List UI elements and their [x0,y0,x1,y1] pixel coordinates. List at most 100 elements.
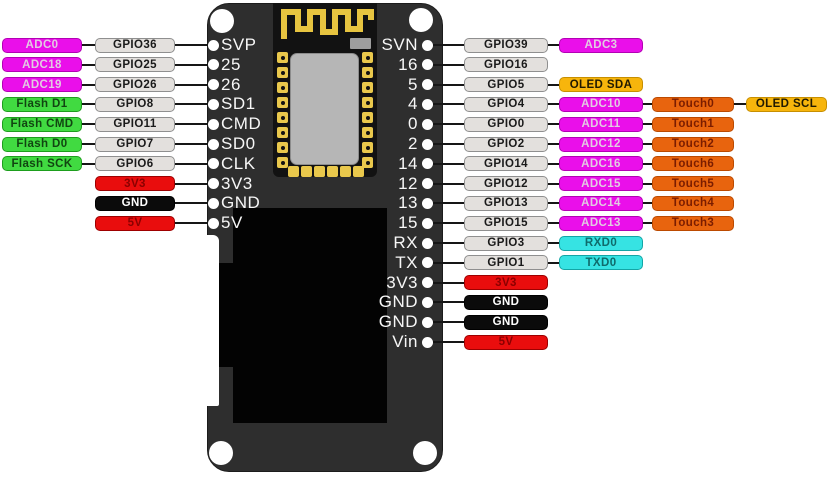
wire [433,103,464,106]
mounting-hole [409,8,433,32]
wire [433,143,464,145]
adc-badge: ADC15 [559,176,643,192]
castellated-pad [362,97,373,108]
uart-badge: TXD0 [559,255,643,271]
wire [433,222,464,225]
wire [643,222,652,225]
touch-badge: Touch1 [652,116,734,132]
castellated-pad [362,67,373,78]
power-badge: 5V [95,215,175,231]
oled-display [233,208,387,423]
wire [82,63,95,66]
pin-hole [207,79,219,91]
gpio-badge: GPIO5 [464,77,548,93]
gpio-badge: GPIO11 [95,116,175,132]
gpio-badge: GPIO6 [95,156,175,172]
pin-hole [421,217,433,229]
mounting-hole [209,441,233,465]
castellated-pad [362,112,373,123]
pin-name: 14 [398,153,418,173]
pin-name: GND [378,292,418,312]
castellated-pad [277,97,288,108]
pin-name: SVP [221,35,257,54]
oledtag-badge: OLED SCL [746,96,827,112]
module-chip [350,38,371,49]
pin-name: 15 [398,213,418,233]
castellated-pad [362,52,373,63]
uart-badge: RXD0 [559,235,643,251]
pin-hole [421,118,433,130]
pin-hole [207,158,219,170]
pin-name: GND [221,193,261,213]
touch-badge: Touch4 [652,195,734,211]
oledtag-badge: OLED SDA [559,77,643,93]
pin-hole [207,178,219,190]
gpio-badge: GPIO16 [464,57,548,73]
flash-badge: Flash D1 [2,96,82,112]
flash-badge: Flash D0 [2,136,82,152]
gpio-badge: GPIO14 [464,156,548,172]
wire [82,123,95,126]
pin-hole [421,39,433,51]
pin-hole [207,98,219,110]
gpio-badge: GPIO26 [95,77,175,93]
castellated-pad [277,112,288,123]
wire [433,83,464,86]
castellated-pad [362,82,373,93]
wire [433,281,464,284]
pin-name: 5 [408,74,418,94]
castellated-pad [362,157,373,168]
adc-badge: ADC14 [559,195,643,211]
adc-badge: ADC3 [559,37,643,53]
gpio-badge: GPIO7 [95,136,175,152]
pin-hole [421,178,433,190]
wire [643,202,652,205]
pin-hole [421,316,433,328]
touch-badge: Touch6 [652,156,734,172]
wire [82,143,95,145]
power-badge: 3V3 [464,275,548,291]
castellated-pad [327,166,338,177]
flash-badge: Flash CMD [2,116,82,132]
castellated-pad [362,142,373,153]
pin-hole [421,296,433,308]
pin-name: 25 [221,54,241,74]
pin-hole [421,98,433,110]
adc-badge: ADC18 [2,57,82,73]
wire [175,182,209,185]
touch-badge: Touch2 [652,136,734,152]
wire [548,83,559,86]
adc-badge: ADC11 [559,116,643,132]
wire [433,63,464,66]
pin-name: 2 [408,134,418,153]
castellated-pad [353,166,364,177]
gpio-badge: GPIO12 [464,176,548,192]
wire [433,301,464,304]
adc-badge: ADC0 [2,37,82,53]
wire [734,103,746,106]
wire [548,202,559,205]
pin-hole [207,39,219,51]
gpio-badge: GPIO39 [464,37,548,53]
wire [82,83,95,86]
pin-name: SVN [381,35,418,54]
pin-name: 5V [221,213,243,233]
pin-hole [207,138,219,150]
castellated-pad [277,157,288,168]
wire [433,162,464,165]
wire [643,182,652,185]
pin-hole [207,118,219,130]
pin-name: CLK [221,153,256,173]
pin-name: SD0 [221,134,256,153]
castellated-pad [277,82,288,93]
castellated-pad [340,166,351,177]
power-badge: 3V3 [95,176,175,192]
adc-badge: ADC16 [559,156,643,172]
wire [433,202,464,205]
pin-hole [421,237,433,249]
touch-badge: Touch5 [652,176,734,192]
pin-name: TX [395,252,418,272]
pin-hole [421,79,433,91]
wire [433,341,464,343]
